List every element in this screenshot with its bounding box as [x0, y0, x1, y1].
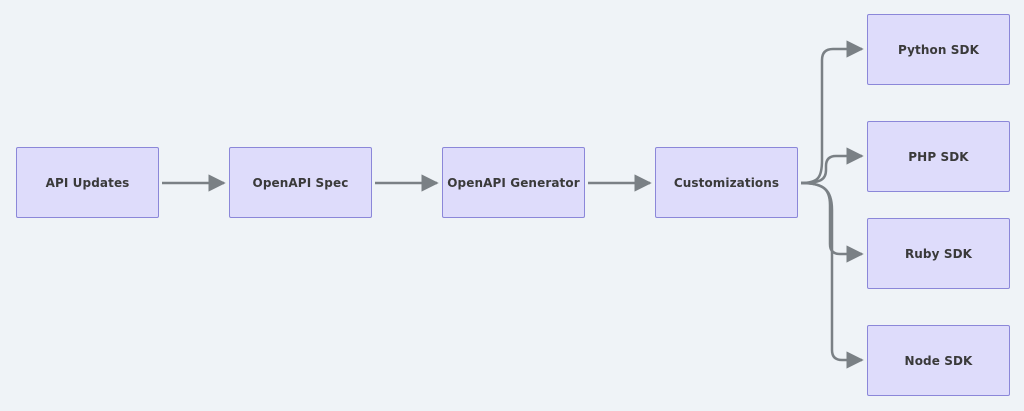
node-customizations-label: Customizations	[673, 175, 780, 190]
node-php-sdk-label: PHP SDK	[908, 149, 969, 164]
node-ruby-sdk: Ruby SDK	[867, 218, 1010, 289]
node-api-updates: API Updates	[16, 147, 159, 218]
node-php-sdk: PHP SDK	[867, 121, 1010, 192]
node-customizations: Customizations	[655, 147, 798, 218]
node-openapi-generator: OpenAPI Generator	[442, 147, 585, 218]
node-openapi-generator-label: OpenAPI Generator	[447, 175, 580, 190]
node-node-sdk: Node SDK	[867, 325, 1010, 396]
edge-customizations-to-php-sdk	[800, 147, 864, 185]
node-ruby-sdk-label: Ruby SDK	[904, 246, 973, 261]
edge-customizations-to-python-sdk	[800, 40, 864, 185]
node-openapi-spec: OpenAPI Spec	[229, 147, 372, 218]
node-python-sdk-label: Python SDK	[898, 42, 979, 57]
node-openapi-spec-label: OpenAPI Spec	[252, 175, 349, 190]
node-api-updates-label: API Updates	[45, 175, 130, 190]
node-python-sdk: Python SDK	[867, 14, 1010, 85]
edge-customizations-to-node-sdk	[800, 181, 864, 369]
node-node-sdk-label: Node SDK	[904, 353, 973, 368]
